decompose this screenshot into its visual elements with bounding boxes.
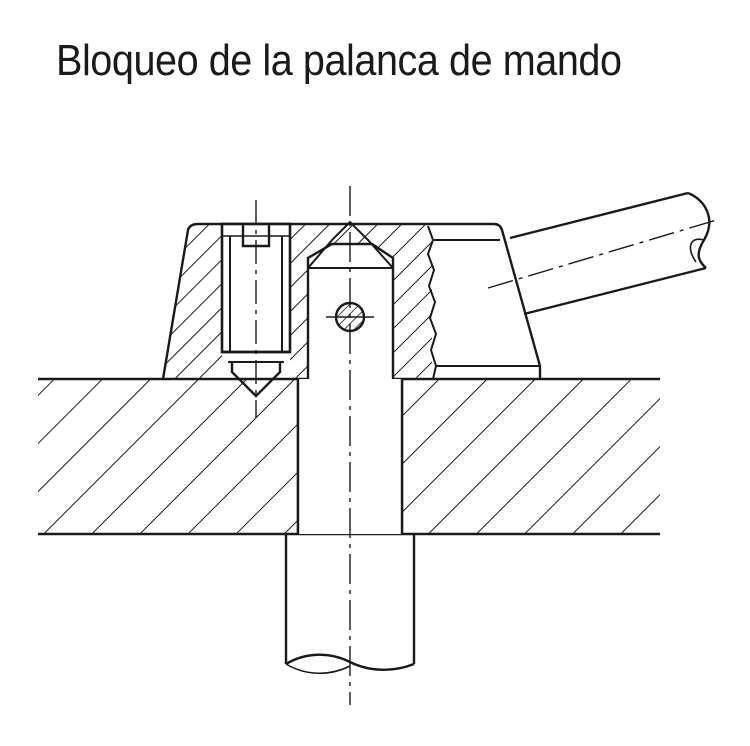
lever-arm	[487, 191, 721, 316]
set-screw	[220, 200, 292, 418]
handle-hub	[161, 222, 542, 380]
diagram-title: Bloqueo de la palanca de mando	[56, 36, 622, 85]
